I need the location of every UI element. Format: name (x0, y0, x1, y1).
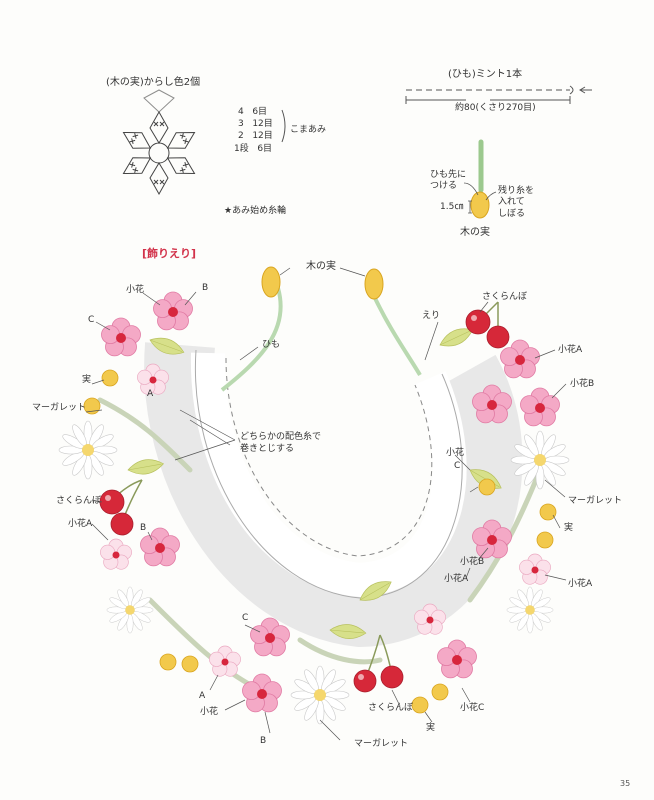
nut-title: (木の実)からし色2個 (106, 77, 201, 88)
collar-label-b-mid: B (140, 523, 147, 533)
collar-label-kobana-top: 小花 (126, 285, 145, 295)
collar-label-sakuranbo-top: さくらんぼ (482, 292, 528, 302)
collar-label-b-top: B (202, 283, 209, 293)
collar-label-kobana-bottom: 小花 (200, 707, 219, 717)
collar-label-margaret-left: マーガレット (32, 403, 87, 413)
collar-label-kobana-b-right: 小花B (570, 379, 595, 389)
cord-length: 約80(くさり270目) (455, 103, 536, 113)
nut-row-1: 1段 6目 (234, 144, 273, 154)
collar-label-kobana-a-right: 小花A (558, 345, 583, 355)
collar-label-kobana-a-mid: 小花A (444, 574, 469, 584)
collar-label-c-bottom: C (242, 613, 249, 623)
collar-label-kobana-right: 小花 (446, 448, 465, 458)
nut-row-4: 4 6目 (238, 107, 268, 117)
collar-label-a-left: A (147, 389, 154, 399)
nut-start-note: ★あみ始め糸輪 (224, 206, 287, 216)
collar-label-sakuranbo-left: さくらんぼ (56, 496, 102, 506)
collar-label-kobana-a-bottom-right: 小花A (568, 579, 593, 589)
cord-pull-note: 残り糸を 入れて しぼる (498, 186, 535, 219)
nut-komaami-label: こまあみ (290, 125, 327, 135)
collar-label-c-top: C (88, 315, 95, 325)
nut-row-3: 3 12目 (238, 119, 273, 129)
collar-label-b-bottom: B (260, 736, 267, 746)
nut-row-2: 2 12目 (238, 131, 273, 141)
collar-section-title: [飾りえり] (142, 247, 197, 260)
collar-label-margaret-right: マーガレット (568, 496, 623, 506)
collar-label-mi-bottom: 実 (426, 723, 436, 733)
collar-label-kobana-a-left: 小花A (68, 519, 93, 529)
collar-label-margaret-bottom: マーガレット (354, 739, 409, 749)
cord-title: (ひも)ミント1本 (448, 69, 523, 80)
cord-nut-label: 木の実 (460, 227, 490, 238)
collar-label-kobana-b-mid: 小花B (460, 557, 485, 567)
collar-label-c-right: C (454, 461, 461, 471)
collar-label-sakuranbo-bottom: さくらんぼ (368, 703, 414, 713)
collar-label-kinomi: 木の実 (306, 261, 336, 272)
collar-label-wrap-note: どちらかの配色糸で 巻きとじする (240, 432, 322, 454)
collar-label-himo: ひも (262, 340, 281, 350)
collar-label-eri: えり (422, 311, 441, 321)
cord-size: 1.5㎝ (440, 202, 464, 212)
cord-tip-note: ひも先に つける (430, 170, 467, 192)
page-number: 35 (620, 779, 631, 788)
collar-label-a-bottom: A (199, 691, 206, 701)
collar-label-mi-left: 実 (82, 375, 92, 385)
collar-label-mi-right: 実 (564, 523, 574, 533)
collar-label-kobana-c-bottom: 小花C (460, 703, 485, 713)
